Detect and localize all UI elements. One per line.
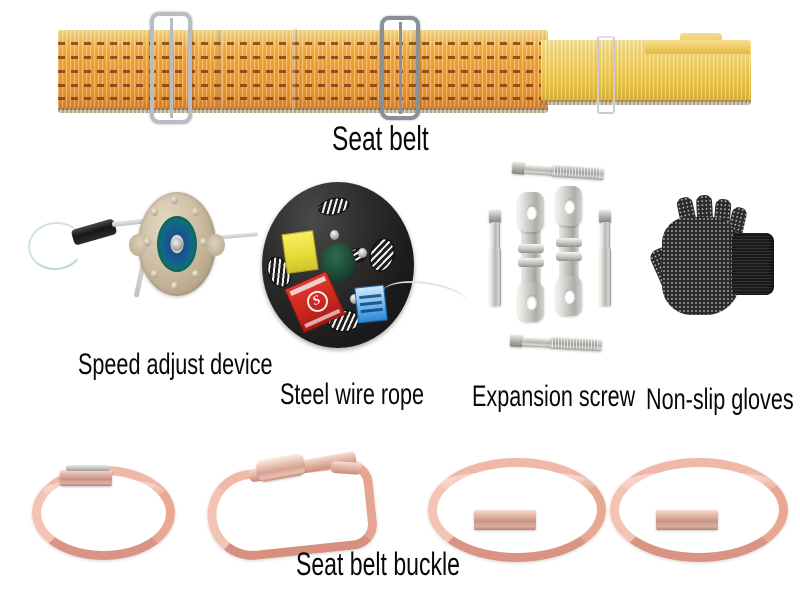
slider-center-bar (399, 22, 402, 114)
spool-rivet (330, 230, 339, 240)
buckle-screw-gate-nut[interactable] (474, 510, 536, 530)
anchor-bolt-right (598, 210, 612, 308)
belt-folded-tab (645, 40, 750, 54)
seat-belt-label: Seat belt (332, 120, 429, 158)
bracket-ridge (518, 258, 544, 267)
bolt-head (599, 210, 611, 223)
housing-rivet (151, 270, 158, 278)
bolt-shank (601, 222, 610, 250)
bracket-pad-bottom (556, 276, 582, 316)
buckle-screw-gate-nut[interactable] (60, 470, 112, 486)
belt-stitch-row (58, 97, 548, 100)
belt-slider-buckle[interactable] (150, 12, 192, 124)
housing-rivet (171, 196, 178, 204)
belt-stitch-row (58, 42, 548, 45)
housing-rivet (192, 208, 199, 216)
slider-center-bar (170, 18, 173, 118)
housing-rivet (171, 282, 178, 290)
buckle-nose-tip (330, 460, 362, 475)
anchor-bolt-left (488, 210, 502, 308)
belt-edge-fray (58, 108, 548, 113)
housing-rivet (200, 238, 207, 246)
bolt-shank (523, 164, 555, 176)
steel-wire-rope-label: Steel wire rope (280, 378, 425, 411)
speed-adjust-device-image: Speed adjust device (20, 190, 273, 380)
metal-sheen (621, 471, 777, 497)
buckle-gate-cap (66, 465, 110, 471)
belt-fold-crease (218, 30, 222, 110)
bracket-hole (563, 198, 575, 214)
blue-label-line (360, 307, 383, 314)
bracket-ridge (556, 252, 582, 261)
belt-stitch-row (58, 70, 548, 73)
bracket-hole (563, 288, 575, 304)
mounting-bracket (518, 192, 544, 322)
seat-belt-buckle-oval-3[interactable] (610, 458, 788, 562)
non-slip-gloves-image: Non-slip gloves (646, 194, 795, 415)
spool-disc: S (262, 182, 414, 348)
belt-fold-crease (292, 28, 297, 110)
bolt-head (489, 210, 501, 223)
expansion-screw-label: Expansion screw (472, 380, 636, 413)
anchor-bolt-bottom (509, 334, 603, 353)
steel-wire-rope-image: S Steel wire rope (262, 182, 470, 410)
cable-swage-grip (70, 218, 118, 246)
belt-edge-fray (541, 100, 751, 105)
bolt-expansion-sleeve (490, 248, 501, 306)
s-certification-mark: S (303, 287, 331, 316)
wire-coil-window (365, 235, 399, 275)
bolt-expansion-sleeve (549, 336, 603, 352)
belt-stitch-row (58, 84, 548, 87)
expansion-screw-image: Expansion screw (470, 160, 640, 412)
anchor-bolt-top (511, 161, 605, 181)
sleeve-ribs (553, 165, 601, 179)
bolt-shank (491, 222, 500, 250)
device-dial-label (157, 216, 197, 272)
bracket-waist (521, 226, 541, 288)
bolt-shank (521, 337, 553, 348)
bracket-ridge (518, 244, 544, 253)
bolt-expansion-sleeve (551, 164, 605, 181)
belt-stitch-row (58, 56, 548, 59)
bracket-hole (525, 204, 537, 220)
housing-rivet (192, 270, 199, 278)
seat-belt-buckle-label: Seat belt buckle (296, 546, 460, 582)
bracket-pad-bottom (518, 282, 544, 322)
seat-belt-buckle-oval-2[interactable] (428, 458, 606, 562)
bracket-ridge (556, 238, 582, 247)
mounting-bracket (556, 186, 582, 316)
seat-belt-image: Seat belt (0, 0, 800, 156)
blue-label-line (359, 293, 382, 300)
metal-sheen (439, 471, 595, 497)
belt-slider-buckle[interactable] (380, 16, 420, 120)
buckle-screw-gate-nut[interactable] (656, 510, 718, 530)
non-slip-gloves-label: Non-slip gloves (646, 383, 794, 416)
glove-palm (662, 217, 740, 315)
bracket-hole (525, 294, 537, 310)
wire-coil-window (316, 194, 352, 219)
seat-belt-buckle-snap-hook[interactable] (202, 444, 380, 565)
housing-rivet (144, 238, 151, 246)
spool-rivet (358, 248, 367, 258)
device-hub (171, 237, 183, 251)
speed-adjust-device-label: Speed adjust device (78, 348, 273, 381)
seat-belt-buckle-oval-1[interactable] (32, 465, 175, 560)
housing-rivet (151, 208, 158, 216)
glove-cuff (732, 233, 774, 295)
belt-wire-clip[interactable] (597, 36, 615, 114)
blue-label-line (359, 300, 383, 307)
bracket-pad-top (518, 192, 544, 232)
spool-label-yellow (281, 229, 319, 275)
bracket-pad-top (556, 186, 582, 226)
belt-webbing-orange (58, 30, 548, 113)
device-housing-disc (129, 192, 225, 296)
sleeve-ribs (551, 337, 599, 351)
bracket-waist (559, 220, 579, 282)
bolt-expansion-sleeve (600, 248, 611, 306)
